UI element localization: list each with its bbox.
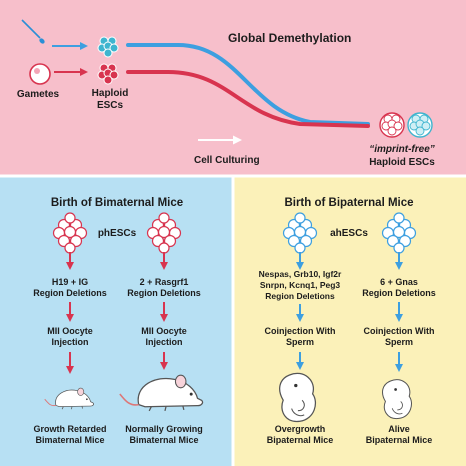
bipaternal-step-1-line2: Sperm bbox=[286, 337, 314, 347]
bimaternal-step-1-line2: Injection bbox=[51, 337, 88, 347]
bipaternal-result-2-line2: Bipaternal Mice bbox=[366, 435, 433, 445]
bipaternal-title: Birth of Bipaternal Mice bbox=[284, 197, 413, 209]
bimaternal-result-1-line1: Growth Retarded bbox=[33, 424, 106, 434]
bimaternal-result-1-line2: Bimaternal Mice bbox=[35, 435, 104, 445]
haploid-escs-label-line1: Haploid bbox=[92, 88, 129, 99]
bipaternal-step-1-line1: Coinjection With bbox=[265, 326, 336, 336]
right-panel bbox=[233, 176, 466, 466]
bimaternal-deletion-2-line1: 2 + Rasgrf1 bbox=[140, 277, 189, 287]
paternal-methylation-curve bbox=[126, 43, 370, 126]
bipaternal-step-2-line2: Sperm bbox=[385, 337, 413, 347]
imprint-free-haploid-escs-label: Haploid ESCs bbox=[369, 157, 435, 168]
bipaternal-deletion-2-line2: Region Deletions bbox=[362, 288, 436, 298]
bipaternal-deletion-2-line1: 6 + Gnas bbox=[380, 277, 418, 287]
bimaternal-deletion-1-line1: H19 + IG bbox=[52, 277, 88, 287]
bipaternal-result-1-line2: Bipaternal Mice bbox=[267, 435, 334, 445]
bipaternal-result-2-line1: Alive bbox=[388, 424, 410, 434]
gametes-label: Gametes bbox=[17, 89, 60, 100]
bipaternal-deletion-1-line3: Region Deletions bbox=[265, 291, 335, 301]
bimaternal-step-2-line1: MII Oocyte bbox=[141, 326, 187, 336]
bipaternal-deletion-1-line1: Nespas, Grb10, Igf2r bbox=[259, 269, 342, 279]
ahescs-label: ahESCs bbox=[330, 228, 368, 239]
haploid-escs-label-line2: ESCs bbox=[97, 100, 124, 111]
embryo-icon-small bbox=[382, 379, 413, 420]
embryo-icon-large bbox=[279, 372, 317, 423]
maternal-methylation-curve bbox=[126, 70, 370, 128]
bipaternal-step-2-line1: Coinjection With bbox=[364, 326, 435, 336]
global-demethylation-title: Global Demethylation bbox=[228, 31, 351, 45]
bimaternal-step-2-line2: Injection bbox=[145, 337, 182, 347]
bimaternal-title: Birth of Bimaternal Mice bbox=[51, 197, 183, 209]
top-panel bbox=[0, 0, 466, 176]
bimaternal-result-2-line1: Normally Growing bbox=[125, 424, 203, 434]
egg-cell-icon bbox=[29, 63, 51, 85]
phescs-label: phESCs bbox=[98, 228, 137, 239]
bimaternal-deletion-2-line2: Region Deletions bbox=[127, 288, 201, 298]
imprint-free-paternal-cluster-icon bbox=[407, 112, 433, 138]
cell-culturing-label: Cell Culturing bbox=[194, 155, 260, 166]
bimaternal-result-2-line2: Bimaternal Mice bbox=[129, 435, 198, 445]
bipaternal-deletion-1-line2: Snrpn, Kcnq1, Peg3 bbox=[260, 280, 341, 290]
imprint-free-maternal-cluster-icon bbox=[379, 112, 405, 138]
bipaternal-result-1-line1: Overgrowth bbox=[275, 424, 326, 434]
bimaternal-step-1-line1: MII Oocyte bbox=[47, 326, 93, 336]
sperm-icon bbox=[21, 19, 45, 44]
imprint-free-label: “imprint-free” bbox=[369, 144, 435, 155]
left-panel bbox=[0, 176, 233, 466]
bimaternal-deletion-1-line2: Region Deletions bbox=[33, 288, 107, 298]
